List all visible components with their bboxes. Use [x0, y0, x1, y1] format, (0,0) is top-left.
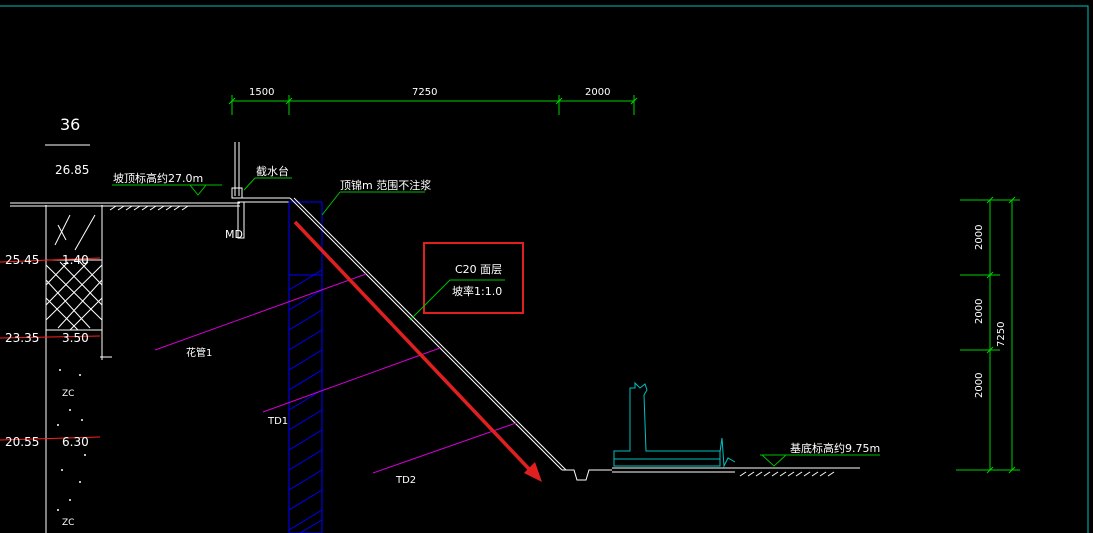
water-stop-label: 截水台 [256, 164, 289, 178]
right-dim-total: 7250 [996, 322, 1007, 347]
dim-1500: 1500 [249, 87, 274, 98]
stratum-depth-2: 3.50 [62, 331, 89, 345]
water-stop-leader [243, 177, 292, 191]
right-dim-3: 2000 [974, 373, 985, 398]
gutter-structure [613, 381, 736, 468]
anchor-td2-label: TD2 [395, 475, 416, 486]
drawing-frame [0, 5, 1089, 533]
right-dim-2: 2000 [974, 299, 985, 324]
top-note-leader [321, 191, 425, 216]
slope-ratio-label: 坡率1:1.0 [452, 284, 502, 298]
annotation-arrow [293, 220, 542, 482]
strata-lines [0, 257, 101, 441]
top-elevation-label: 坡顶标高约27.0m [113, 171, 203, 185]
anchor-1-label: 花管1 [186, 346, 212, 359]
face-layer-label: C20 面层 [455, 263, 502, 276]
top-note-label: 顶锦m 范围不注浆 [340, 178, 431, 192]
pile [288, 201, 323, 533]
stratum-depth-3: 6.30 [62, 435, 89, 449]
anchors [154, 273, 517, 474]
ground-top [10, 142, 290, 239]
zc-label-2: ZC [62, 518, 74, 528]
slope-face [289, 197, 567, 471]
md-label: MD [225, 228, 243, 241]
base-ground [562, 467, 860, 481]
borehole-elevation: 26.85 [55, 163, 89, 177]
base-elevation-marker [760, 454, 880, 467]
stratum-elev-2: 23.35 [5, 331, 39, 345]
dim-7250: 7250 [412, 87, 437, 98]
stratum-elev-1: 25.45 [5, 253, 39, 267]
face-layer-leader [409, 279, 505, 321]
borehole-number: 36 [60, 115, 80, 134]
zc-label-1: ZC [62, 389, 74, 399]
stratum-depth-1: 1.40 [62, 253, 89, 267]
stratum-elev-3: 20.55 [5, 435, 39, 449]
dim-2000: 2000 [585, 87, 610, 98]
base-elevation-label: 基底标高约9.75m [790, 441, 880, 455]
right-dim-1: 2000 [974, 225, 985, 250]
anchor-td1-label: TD1 [267, 416, 288, 427]
highlight-box [423, 242, 524, 314]
stratum-dots [57, 369, 86, 511]
top-dimension [228, 95, 638, 115]
top-elevation-marker [112, 184, 222, 196]
right-dimension [956, 196, 1020, 474]
